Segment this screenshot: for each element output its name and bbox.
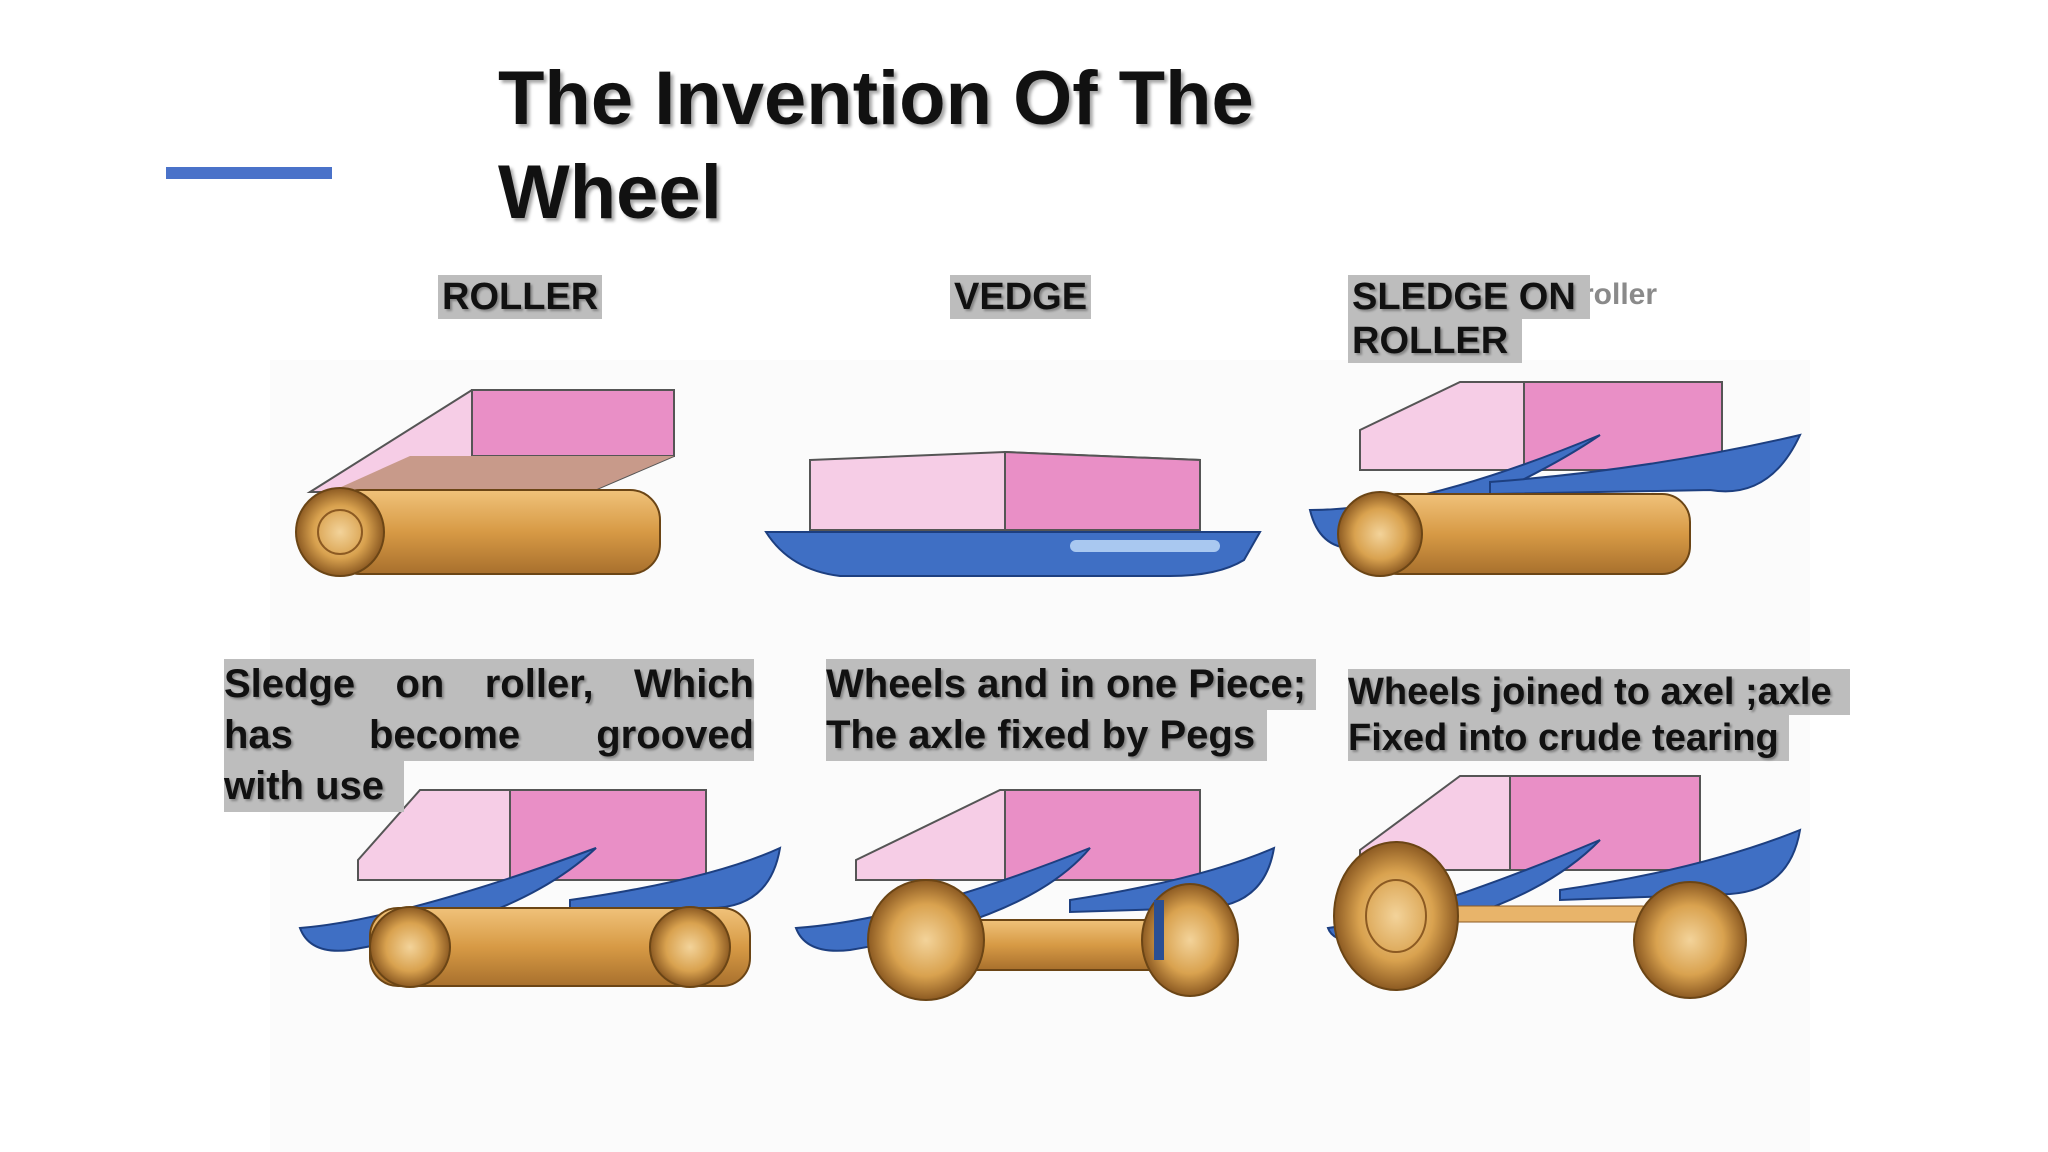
caption-grooved-line-1: Sledge on roller, Which bbox=[224, 659, 754, 710]
wheel-evolution-illustration bbox=[295, 381, 1802, 1001]
label-vedge: VEDGE bbox=[950, 275, 1092, 319]
label-sledge-on-line-2: ROLLER bbox=[1348, 319, 1523, 363]
label-sledge-on-roller: SLEDGE ON ROLLER bbox=[1348, 275, 1590, 363]
one-piece-wheels-illustration bbox=[794, 789, 1276, 1001]
roller-illustration bbox=[295, 389, 675, 577]
caption-axel-line-1: Wheels joined to axel ;axle bbox=[1348, 669, 1850, 715]
caption-one-piece-line-2: The axle fixed by Pegs bbox=[826, 710, 1268, 761]
caption-grooved-roller: Sledge on roller, Which has become groov… bbox=[224, 659, 754, 812]
caption-grooved-line-3: with use bbox=[224, 761, 405, 812]
label-sledge-on-line-1: SLEDGE ON bbox=[1348, 275, 1590, 319]
label-roller: ROLLER bbox=[438, 275, 603, 319]
caption-axel: Wheels joined to axel ;axle Fixed into c… bbox=[1348, 669, 1850, 761]
label-faded-roller: roller bbox=[1582, 278, 1658, 311]
title-line-2: Wheel bbox=[498, 150, 722, 235]
slide-title: The Invention Of The Wheel bbox=[498, 52, 1318, 240]
caption-grooved-line-2: has become grooved bbox=[224, 710, 754, 761]
title-line-1: The Invention Of The bbox=[498, 56, 1254, 141]
caption-axel-line-2: Fixed into crude tearing bbox=[1348, 715, 1789, 761]
sledge-on-roller-illustration bbox=[1308, 381, 1802, 577]
caption-one-piece: Wheels and in one Piece; The axle fixed … bbox=[826, 659, 1317, 761]
caption-one-piece-line-1: Wheels and in one Piece; bbox=[826, 659, 1317, 710]
axle-wheels-illustration bbox=[1326, 775, 1802, 999]
grooved-roller-illustration bbox=[298, 789, 782, 988]
accent-bar bbox=[166, 167, 332, 179]
vedge-illustration bbox=[764, 450, 1262, 577]
